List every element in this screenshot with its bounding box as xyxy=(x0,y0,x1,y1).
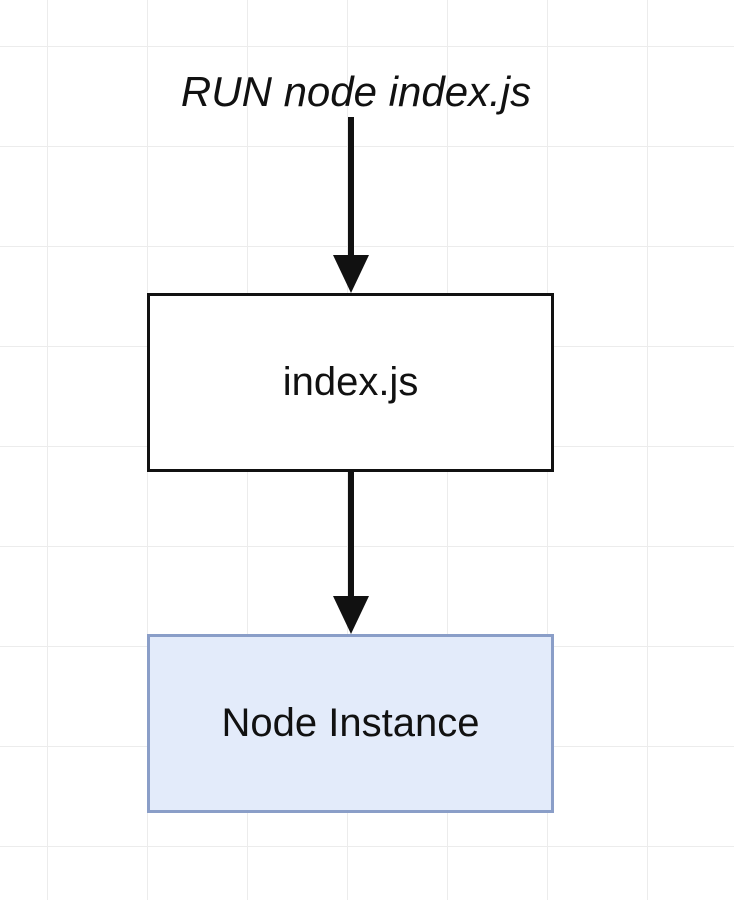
node-instance-label: Node Instance xyxy=(221,701,480,745)
arrow-index-to-node-head xyxy=(333,596,369,634)
arrow-run-to-index-head xyxy=(333,255,369,293)
node-instance-box: Node Instance xyxy=(147,634,554,813)
index-js-box: index.js xyxy=(147,293,554,472)
index-js-label: index.js xyxy=(282,360,419,404)
run-command-label: RUN node index.js xyxy=(180,68,532,115)
